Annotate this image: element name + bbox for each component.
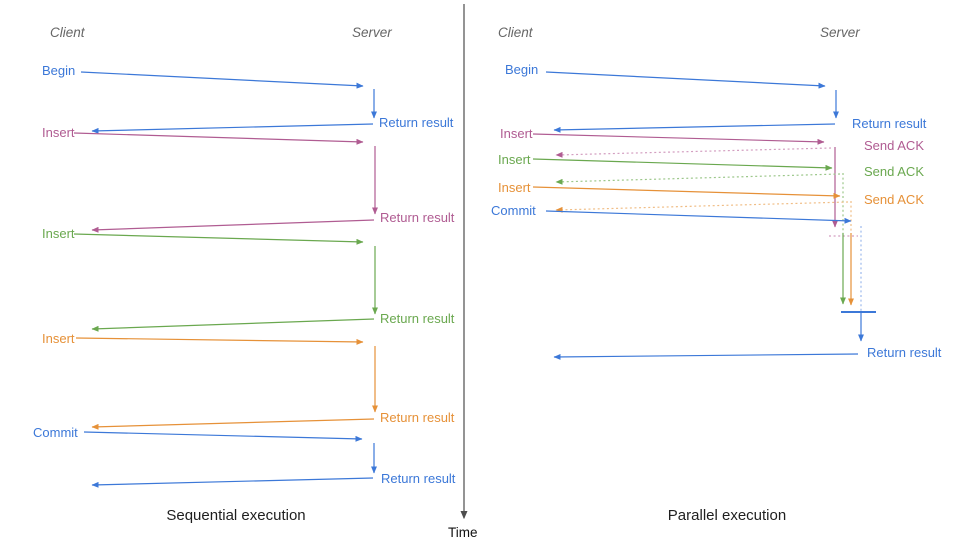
seq-insert2-message: [73, 233, 378, 332]
return-line: [91, 123, 374, 134]
par-insert2-ack-label: Send ACK: [864, 164, 924, 179]
seq-commit-message: [83, 431, 377, 488]
par-begin-result-label: Return result: [852, 116, 927, 131]
return-line: [91, 477, 374, 488]
seq-insert3-label: Insert: [42, 331, 75, 346]
request-line: [73, 233, 364, 245]
par-commit-message: [545, 210, 876, 360]
request-line: [545, 71, 826, 89]
ack-return-line: [555, 201, 849, 213]
par-insert3-message: [532, 186, 854, 306]
return-line: [553, 123, 836, 133]
seq-server-header: Server: [352, 25, 392, 40]
seq-insert1-result-label: Return result: [380, 210, 455, 225]
seq-insert3-result-label: Return result: [380, 410, 455, 425]
sequential-caption: Sequential execution: [166, 507, 306, 524]
par-insert1-label: Insert: [500, 126, 533, 141]
par-commit-result-label: Return result: [867, 345, 942, 360]
request-line: [545, 210, 852, 224]
seq-client-header: Client: [50, 25, 85, 40]
seq-insert3-message: [75, 337, 378, 430]
seq-begin-label: Begin: [42, 63, 76, 78]
seq-insert2-result-label: Return result: [380, 311, 455, 326]
par-begin-message: [545, 71, 839, 133]
return-line: [91, 418, 375, 430]
seq-commit-label: Commit: [33, 425, 78, 440]
request-line: [73, 132, 364, 145]
par-insert2-message: [532, 158, 846, 305]
parallel-caption: Parallel execution: [667, 507, 787, 524]
request-line: [532, 186, 841, 199]
ack-return-line: [555, 147, 832, 158]
par-server-header: Server: [820, 25, 860, 40]
request-line: [83, 431, 363, 442]
seq-insert1-label: Insert: [42, 125, 75, 140]
seq-commit-result-label: Return result: [381, 471, 456, 486]
par-insert2-label: Insert: [498, 152, 531, 167]
par-insert3-ack-label: Send ACK: [864, 192, 924, 207]
seq-insert2-label: Insert: [42, 226, 75, 241]
par-client-header: Client: [498, 25, 533, 40]
par-insert3-label: Insert: [498, 180, 531, 195]
return-line: [553, 353, 859, 360]
return-line: [91, 219, 375, 233]
par-commit-label: Commit: [491, 203, 536, 218]
par-begin-label: Begin: [505, 62, 539, 77]
request-line: [532, 133, 825, 145]
seq-begin-message: [80, 71, 377, 134]
par-insert1-message: [532, 133, 858, 237]
time-axis-label: Time: [448, 525, 478, 540]
return-line: [91, 318, 375, 332]
seq-begin-result-label: Return result: [379, 115, 454, 130]
par-insert1-ack-label: Send ACK: [864, 138, 924, 153]
request-line: [532, 158, 833, 171]
request-line: [75, 337, 364, 345]
request-line: [80, 71, 364, 89]
seq-insert1-message: [73, 132, 378, 233]
ack-return-line: [555, 173, 841, 185]
